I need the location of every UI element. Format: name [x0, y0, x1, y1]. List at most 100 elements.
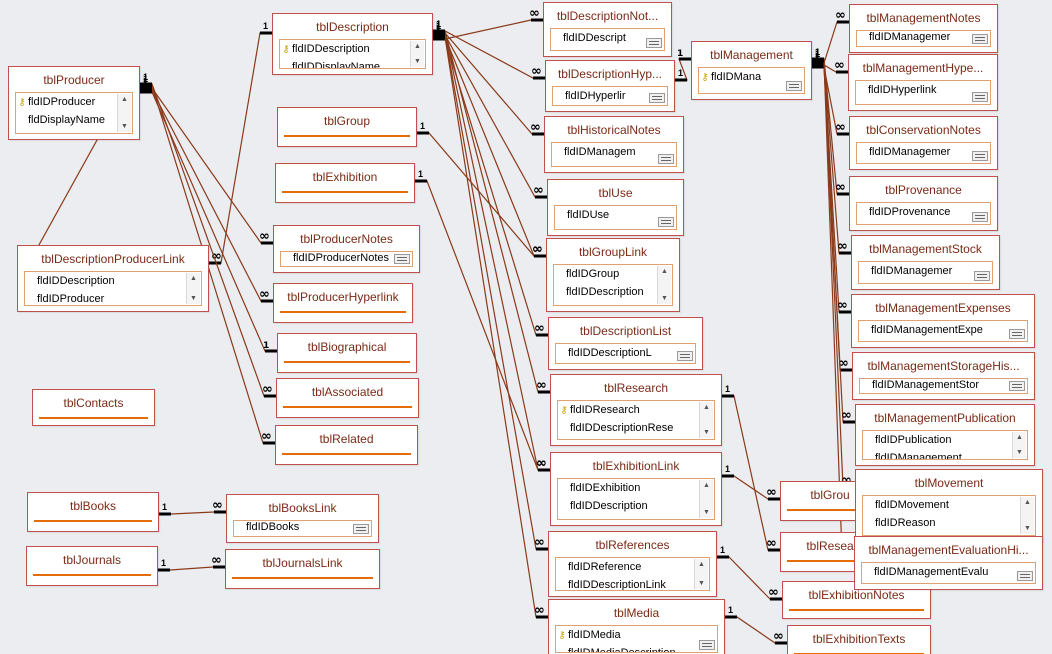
field-list[interactable]: fldIDManagem — [551, 142, 677, 167]
field-list[interactable]: fldIDProvenance — [856, 202, 991, 225]
field-scroll-icon[interactable] — [649, 93, 665, 103]
field-row[interactable]: fldIDMediaDescription — [556, 644, 717, 652]
field-row[interactable]: fldIDDisplayName — [280, 58, 425, 68]
scroll-down-icon[interactable]: ▼ — [703, 509, 710, 516]
field-scroll-icon[interactable] — [786, 81, 802, 91]
table-tblBooks[interactable]: tblBooks — [27, 492, 159, 532]
field-row[interactable]: fldIDManagem — [552, 143, 676, 161]
field-scrollbar[interactable]: ▲▼ — [694, 559, 708, 589]
field-scrollbar[interactable]: ▲▼ — [1020, 497, 1034, 534]
field-row[interactable]: fldIDDescription — [25, 272, 201, 290]
field-row[interactable]: fldIDExhibition — [558, 479, 714, 497]
field-scroll-icon[interactable] — [646, 38, 662, 48]
field-list[interactable]: fldIDProducerNotes — [280, 251, 413, 267]
table-tblAssociated[interactable]: tblAssociated — [276, 378, 419, 418]
scroll-down-icon[interactable]: ▼ — [698, 580, 705, 587]
field-row[interactable]: fldIDDescript — [551, 29, 664, 47]
table-tblProducerHyperlink[interactable]: tblProducerHyperlink — [273, 283, 413, 323]
field-list[interactable]: fldIDBooks — [233, 520, 372, 537]
table-tblContacts[interactable]: tblContacts — [32, 389, 155, 426]
field-scroll-icon[interactable] — [972, 151, 988, 161]
field-row[interactable]: fldIDManagemer — [859, 262, 992, 280]
field-scroll-icon[interactable] — [353, 524, 369, 534]
scroll-up-icon[interactable]: ▲ — [1016, 434, 1023, 441]
field-scrollbar[interactable]: ▲▼ — [657, 266, 671, 304]
field-scroll-icon[interactable] — [658, 154, 674, 164]
field-row[interactable]: fldIDDescription — [554, 283, 672, 301]
field-scroll-icon[interactable] — [394, 254, 410, 264]
table-tblManagementEvaluationHistory[interactable]: tblManagementEvaluationHi...fldIDManagem… — [854, 536, 1043, 590]
scroll-up-icon[interactable]: ▲ — [661, 268, 668, 275]
field-row[interactable]: fldIDDescriptionL — [556, 344, 695, 362]
field-row[interactable]: fldIDProducer — [25, 290, 201, 305]
scroll-down-icon[interactable]: ▼ — [703, 429, 710, 436]
field-list[interactable]: fldIDHyperlink — [855, 80, 991, 105]
field-row[interactable]: fldIDManagementStor — [860, 379, 1027, 393]
scroll-down-icon[interactable]: ▼ — [1016, 449, 1023, 456]
field-list[interactable]: fldIDHyperlir — [552, 86, 668, 106]
field-row[interactable]: ⚷fldIDProducer — [16, 93, 132, 111]
field-scrollbar[interactable]: ▲▼ — [699, 480, 713, 518]
field-scrollbar[interactable]: ▲▼ — [410, 41, 424, 67]
scroll-down-icon[interactable]: ▼ — [661, 295, 668, 302]
field-list[interactable]: fldIDManagemer — [856, 30, 991, 47]
field-scroll-icon[interactable] — [699, 640, 715, 650]
table-tblExhibition[interactable]: tblExhibition — [275, 163, 415, 203]
scroll-down-icon[interactable]: ▼ — [190, 295, 197, 302]
table-tblJournals[interactable]: tblJournals — [26, 546, 158, 586]
field-scroll-icon[interactable] — [1017, 571, 1033, 581]
field-scroll-icon[interactable] — [972, 212, 988, 222]
field-list[interactable]: fldIDManagemer — [858, 261, 993, 284]
table-tblManagementStorageHistory[interactable]: tblManagementStorageHis...fldIDManagemen… — [852, 352, 1035, 400]
table-tblGroup[interactable]: tblGroup — [277, 107, 417, 147]
field-row[interactable]: fldDisplayName — [16, 111, 132, 129]
scroll-up-icon[interactable]: ▲ — [703, 482, 710, 489]
field-scroll-icon[interactable] — [658, 217, 674, 227]
table-tblBiographical[interactable]: tblBiographical — [277, 333, 417, 373]
field-row[interactable]: fldIDManagemer — [857, 31, 990, 46]
field-row[interactable]: ⚷fldIDResearch — [558, 401, 714, 419]
field-list[interactable]: fldIDUse — [554, 205, 677, 230]
field-row[interactable]: fldIDManagementExpe — [859, 321, 1027, 339]
field-row[interactable]: ⚷fldIDMedia — [556, 626, 717, 644]
field-row[interactable]: fldIDManagementEvalu — [862, 563, 1035, 581]
scroll-up-icon[interactable]: ▲ — [698, 561, 705, 568]
field-scroll-icon[interactable] — [1009, 329, 1025, 339]
field-scroll-icon[interactable] — [677, 351, 693, 361]
field-scroll-icon[interactable] — [972, 92, 988, 102]
field-list[interactable]: fldIDManagementExpe — [858, 320, 1028, 342]
scroll-down-icon[interactable]: ▼ — [121, 123, 128, 130]
field-list[interactable]: fldIDManagementEvalu — [861, 562, 1036, 584]
field-scrollbar[interactable]: ▲▼ — [699, 402, 713, 438]
scroll-up-icon[interactable]: ▲ — [1024, 499, 1031, 506]
scroll-up-icon[interactable]: ▲ — [414, 43, 421, 50]
scroll-up-icon[interactable]: ▲ — [190, 275, 197, 282]
field-row[interactable]: fldIDUse — [555, 206, 676, 224]
table-tblJournalsLink[interactable]: tblJournalsLink — [225, 549, 380, 589]
scroll-up-icon[interactable]: ▲ — [703, 404, 710, 411]
field-scroll-icon[interactable] — [974, 271, 990, 281]
field-list[interactable]: fldIDDescript — [550, 28, 665, 51]
field-list[interactable]: ⚷fldIDMana — [698, 67, 805, 94]
